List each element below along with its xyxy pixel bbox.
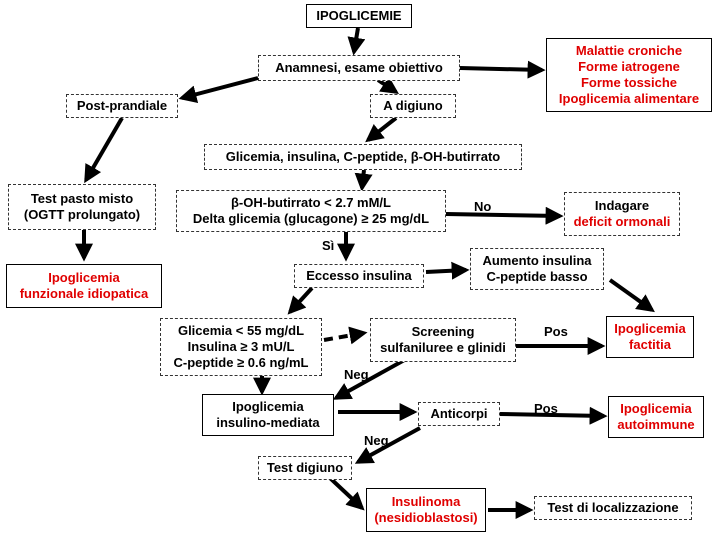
node-ipoglicemie: IPOGLICEMIE [306, 4, 412, 28]
arrow-ipoglicemie-anamnesi [347, 27, 366, 56]
arrow-anamnesi-adigiuno [376, 76, 399, 94]
node-screening: Screening sulfaniluree e glinidi [370, 318, 516, 362]
edge-label-neg-screening: Neg [344, 367, 369, 382]
arrow-anticorpi-testdigiuno [354, 426, 421, 464]
node-malattie-line1: Malattie croniche [575, 43, 683, 58]
node-test-digiuno-text: Test digiuno [266, 460, 344, 475]
node-test-pasto-line1: Test pasto misto [30, 191, 134, 206]
node-butirrato-line1: β-OH-butirrato < 2.7 mM/L [231, 195, 391, 210]
arrow-testdigiuno-insulinoma [328, 476, 365, 511]
node-ipoglicemia-funzionale: Ipoglicemia funzionale idiopatica [6, 264, 162, 308]
node-malattie-line4: Ipoglicemia alimentare [558, 91, 700, 106]
node-screening-line1: Screening [411, 324, 475, 339]
node-glicemia-insulina-text: Glicemia, insulina, C-peptide, β-OH-buti… [225, 149, 501, 164]
node-anamnesi: Anamnesi, esame obiettivo [258, 55, 460, 81]
node-aumento-line2: C-peptide basso [486, 269, 588, 284]
node-anticorpi-text: Anticorpi [430, 406, 488, 421]
node-insulinoma-line2: (nesidioblastosi) [374, 510, 478, 525]
node-eccesso-text: Eccesso insulina [306, 268, 412, 283]
node-localizzazione-text: Test di localizzazione [547, 500, 679, 515]
node-butirrato-line2: Delta glicemia (glucagone) ≥ 25 mg/dL [192, 211, 430, 226]
node-anamnesi-text: Anamnesi, esame obiettivo [275, 60, 443, 75]
arrow-screening-insulinomediata [332, 356, 409, 400]
node-factitia: Ipoglicemia factitia [606, 316, 694, 358]
node-anticorpi: Anticorpi [418, 402, 500, 426]
arrow-anticorpi-autoimmune [499, 406, 608, 425]
arrow-eccesso-criteri [287, 286, 314, 315]
node-factitia-line1: Ipoglicemia [614, 321, 686, 336]
node-criteri-line1: Glicemia < 55 mg/dL [177, 323, 305, 338]
arrow-glicemia-butirrato [354, 169, 373, 192]
arrow-adigiuno-glicemia [365, 116, 398, 143]
node-autoimmune-line2: autoimmune [617, 417, 695, 432]
arrow-eccesso-aumento [425, 261, 470, 280]
node-test-pasto-line2: (OGTT prolungato) [23, 207, 141, 222]
node-indagare: Indagare deficit ormonali [564, 192, 680, 236]
edge-label-pos-anticorpi: Pos [534, 401, 558, 416]
arrow-aumento-factitia [608, 278, 655, 313]
node-butirrato: β-OH-butirrato < 2.7 mM/L Delta glicemia… [176, 190, 446, 232]
node-malattie: Malattie croniche Forme iatrogene Forme … [546, 38, 712, 112]
node-ipoglicemie-text: IPOGLICEMIE [316, 8, 402, 23]
node-criteri-line2: Insulina ≥ 3 mU/L [187, 339, 295, 354]
dashed-arrow-criteri-screening [323, 326, 368, 345]
node-malattie-line2: Forme iatrogene [578, 59, 680, 74]
arrow-butirrato-indagare [445, 206, 564, 225]
node-aumento-insulina: Aumento insulina C-peptide basso [470, 248, 604, 290]
node-test-digiuno: Test digiuno [258, 456, 352, 480]
node-factitia-line2: factitia [629, 337, 671, 352]
node-insulino-mediata: Ipoglicemia insulino-mediata [202, 394, 334, 436]
node-a-digiuno-text: A digiuno [383, 98, 443, 113]
node-aumento-line1: Aumento insulina [482, 253, 592, 268]
node-a-digiuno: A digiuno [370, 94, 456, 118]
node-glicemia-insulina: Glicemia, insulina, C-peptide, β-OH-buti… [204, 144, 522, 170]
node-insulino-mediata-line1: Ipoglicemia [232, 399, 304, 414]
node-screening-line2: sulfaniluree e glinidi [380, 340, 506, 355]
node-insulinoma-line1: Insulinoma [391, 494, 461, 509]
node-indagare-line2: deficit ormonali [573, 214, 671, 229]
node-test-pasto: Test pasto misto (OGTT prolungato) [8, 184, 156, 230]
node-post-prandiale-text: Post-prandiale [76, 98, 168, 113]
arrow-anamnesi-postprandiale [178, 76, 259, 104]
node-criteri-line3: C-peptide ≥ 0.6 ng/mL [173, 355, 309, 370]
node-funzionale-line1: Ipoglicemia [48, 270, 120, 285]
edge-label-si: Sì [322, 238, 335, 253]
node-malattie-line3: Forme tossiche [580, 75, 678, 90]
node-criteri: Glicemia < 55 mg/dL Insulina ≥ 3 mU/L C-… [160, 318, 322, 376]
node-localizzazione: Test di localizzazione [534, 496, 692, 520]
arrow-anamnesi-malattie [459, 60, 546, 79]
node-eccesso-insulina: Eccesso insulina [294, 264, 424, 288]
edge-label-no: No [474, 199, 492, 214]
edge-label-pos-screening: Pos [544, 324, 568, 339]
node-autoimmune: Ipoglicemia autoimmune [608, 396, 704, 438]
node-autoimmune-line1: Ipoglicemia [620, 401, 692, 416]
edge-label-neg-anticorpi: Neg [364, 433, 389, 448]
node-post-prandiale: Post-prandiale [66, 94, 178, 118]
arrow-postprandiale-testpasto [84, 116, 124, 184]
node-indagare-line1: Indagare [594, 198, 650, 213]
node-insulino-mediata-line2: insulino-mediata [216, 415, 320, 430]
node-insulinoma: Insulinoma (nesidioblastosi) [366, 488, 486, 532]
node-funzionale-line2: funzionale idiopatica [19, 286, 149, 301]
